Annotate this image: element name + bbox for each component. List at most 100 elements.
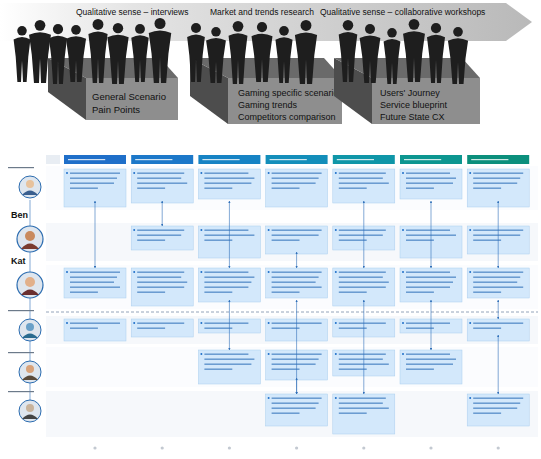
- card-text-line: [406, 369, 434, 370]
- stage-header-line: [135, 159, 172, 160]
- card-text-line: [272, 287, 322, 288]
- phase-block: General ScenarioPain Points: [48, 58, 178, 120]
- blueprint-card: [198, 350, 260, 384]
- slab-top: [190, 58, 342, 78]
- blueprint-card: [64, 319, 126, 341]
- person-silhouette: [448, 27, 468, 84]
- flow-arrow: [498, 335, 499, 394]
- card-text-line: [473, 398, 523, 399]
- card-text-line: [339, 323, 386, 324]
- stage-header-corner: [46, 155, 60, 164]
- card-bullet: [200, 353, 202, 355]
- card-text-line: [272, 188, 300, 189]
- card-text-line: [339, 178, 383, 179]
- phase-block: Gaming specific scenarioGaming trendsCom…: [190, 58, 342, 124]
- card-text-line: [473, 413, 501, 414]
- card-text-line: [406, 292, 434, 293]
- card-text-line: [339, 403, 383, 404]
- card-text-line: [473, 277, 520, 278]
- avatar-body: [21, 290, 39, 296]
- persona-avatar: Kat: [8, 256, 52, 300]
- card-text-line: [204, 183, 251, 184]
- card-bullet: [335, 353, 337, 355]
- blueprint-card: [467, 268, 529, 298]
- blueprint-card: [400, 268, 462, 302]
- persona-name: Ben: [11, 210, 28, 220]
- persona-name: Kat: [11, 256, 26, 266]
- card-bullet: [402, 271, 404, 273]
- card-text-line: [339, 398, 386, 399]
- blueprint-card: [131, 268, 193, 306]
- stage-header: [131, 155, 193, 164]
- blueprint-card: [467, 394, 529, 426]
- card-bullet: [335, 172, 337, 174]
- avatar-face: [25, 277, 35, 287]
- card-text-line: [272, 173, 322, 174]
- card-bullet: [469, 322, 471, 324]
- card-bullet: [402, 353, 404, 355]
- card-text-line: [272, 292, 300, 293]
- card-bullet: [133, 271, 135, 273]
- card-bullet: [402, 322, 404, 324]
- person-silhouette: [66, 25, 86, 82]
- card-text-line: [339, 235, 383, 236]
- persona-avatar: Ben: [8, 210, 52, 254]
- card-bullet: [268, 322, 270, 324]
- person-silhouette: [131, 24, 148, 82]
- flow-arrow: [431, 201, 432, 268]
- card-text-line: [406, 240, 434, 241]
- swimlane: [46, 316, 538, 344]
- blueprint-card: [266, 394, 328, 426]
- stage-dot: [429, 446, 432, 449]
- card-text-line: [473, 408, 517, 409]
- swimlane: [46, 166, 538, 210]
- card-text-line: [406, 282, 453, 283]
- card-text-line: [473, 403, 520, 404]
- phase-output: Gaming trends: [238, 100, 297, 110]
- card-bullet: [200, 271, 202, 273]
- card-text-line: [473, 235, 520, 236]
- card-text-line: [339, 272, 386, 273]
- card-text-line: [473, 328, 501, 329]
- person-silhouette: [252, 22, 273, 82]
- person-silhouette: [49, 24, 67, 84]
- card-text-line: [473, 287, 523, 288]
- card-text-line: [339, 183, 389, 184]
- card-text-line: [70, 277, 117, 278]
- card-text-line: [204, 272, 248, 273]
- phase-arrow: Qualitative sense – interviewsMarket and…: [0, 0, 541, 44]
- card-text-line: [272, 235, 319, 236]
- card-text-line: [272, 277, 319, 278]
- card-text-line: [137, 292, 165, 293]
- person-silhouette: [187, 23, 205, 82]
- phase-block: Users' JourneyService blueprintFuture St…: [334, 58, 480, 124]
- card-text-line: [70, 173, 120, 174]
- phase-output: Future State CX: [380, 112, 445, 122]
- card-text-line: [137, 323, 184, 324]
- slab-top: [334, 58, 480, 78]
- card-text-line: [137, 183, 187, 184]
- card-text-line: [339, 282, 389, 283]
- slab-face: [86, 78, 178, 120]
- avatar-circle: [17, 272, 43, 298]
- card-text-line: [406, 183, 453, 184]
- swimlane: [46, 223, 538, 261]
- card-text-line: [339, 240, 367, 241]
- swimlane: [46, 347, 538, 387]
- persona-avatar-icon: [8, 167, 41, 198]
- card-text-line: [473, 188, 501, 189]
- card-text-line: [339, 359, 383, 360]
- person-silhouette: [403, 19, 425, 82]
- blueprint-card: [131, 169, 193, 203]
- flow-arrow: [363, 300, 364, 394]
- stage-dot: [228, 446, 231, 449]
- card-text-line: [70, 287, 120, 288]
- card-text-line: [339, 230, 386, 231]
- card-text-line: [339, 413, 367, 414]
- flow-arrow: [296, 300, 297, 394]
- stage-header: [266, 155, 328, 164]
- card-text-line: [70, 188, 98, 189]
- stage-header-line: [404, 159, 441, 160]
- card-text-line: [70, 272, 120, 273]
- phase-title: Qualitative sense – collaborative worksh…: [320, 7, 485, 17]
